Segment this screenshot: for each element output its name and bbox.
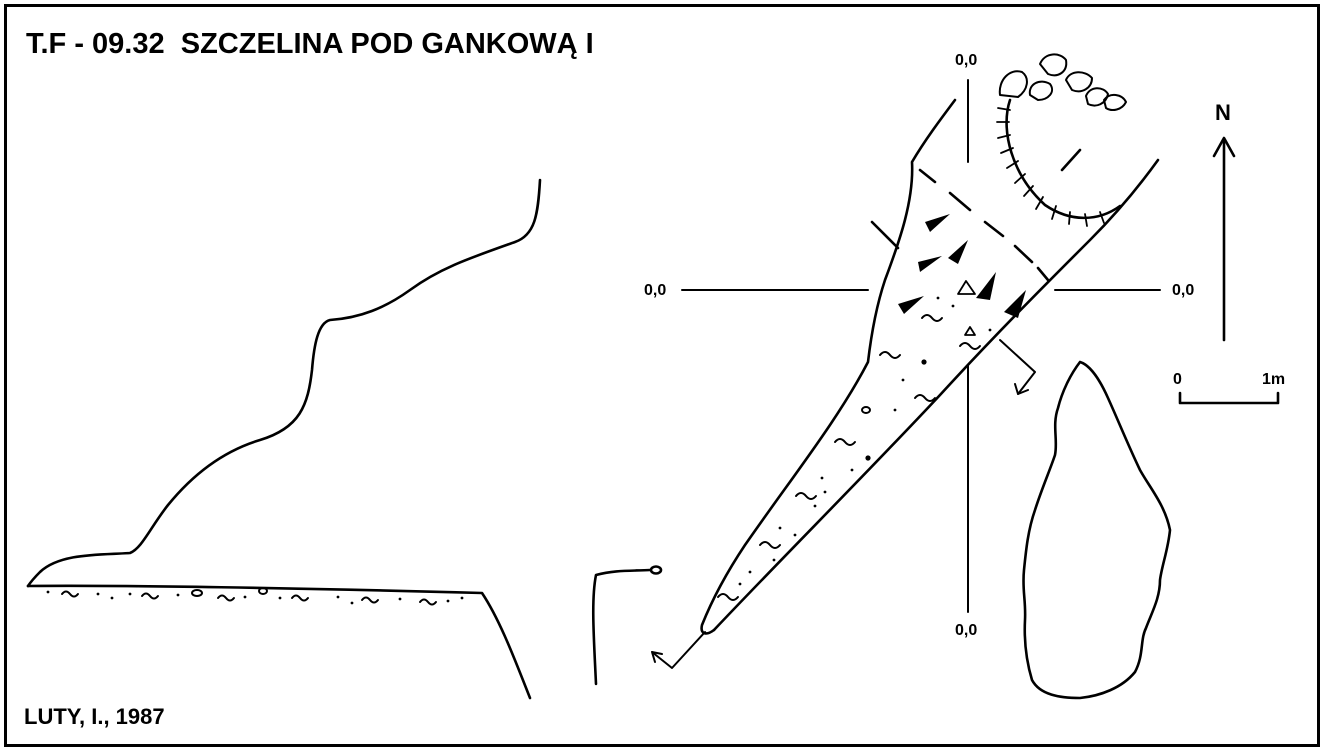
passage-continuation-arrows (651, 339, 1036, 669)
plan-sediment-dots (738, 296, 992, 586)
boulder (998, 70, 1028, 98)
north-arrow (1212, 136, 1236, 342)
boulder (1103, 94, 1127, 111)
sediment-wave-symbol (217, 594, 235, 602)
boulder (1028, 80, 1054, 101)
passage-arrow-right-head (1014, 383, 1029, 395)
author-credit: LUTY, I., 1987 (24, 704, 165, 729)
scale-bar-end-label: 1m (1262, 371, 1286, 388)
axis-label-right: 0,0 (1172, 282, 1195, 299)
profile-sediment-dots (46, 590, 464, 605)
cross-section-fragment (591, 565, 663, 686)
profile-floor-line (26, 584, 532, 700)
axis-label-top: 0,0 (955, 52, 978, 69)
doline-hachures (996, 107, 1105, 227)
sediment-wave-symbol (361, 596, 379, 604)
cave-cross-section (1022, 360, 1172, 700)
plan-right-wall (712, 158, 1160, 632)
sediment-pebble (861, 406, 871, 414)
boulder (1085, 87, 1109, 107)
drawing-frame (4, 4, 1320, 747)
drawing-title: T.F - 09.32 SZCZELINA POD GANKOWĄ I (26, 28, 594, 60)
axis-label-left: 0,0 (644, 282, 667, 299)
cross-section-pebble (649, 565, 663, 575)
scale-bar (1178, 391, 1280, 405)
passage-arrow-bottom-head (651, 651, 663, 663)
section-cut-lines (870, 148, 1082, 282)
sediment-pebble (258, 587, 268, 595)
survey-station-markers (957, 280, 976, 336)
sediment-wave-symbol (61, 590, 79, 598)
boulder (1039, 53, 1068, 77)
cave-plan-view (651, 53, 1161, 669)
survey-station-marker (964, 326, 976, 336)
sediment-wave-symbol (141, 592, 159, 600)
coordinate-axes (681, 79, 1161, 613)
entrance-boulders (998, 53, 1127, 111)
boulder (1065, 71, 1093, 93)
cross-section-line (591, 568, 652, 686)
cave-profile-section (26, 178, 542, 700)
scale-bar-start-label: 0 (1173, 371, 1182, 388)
profile-ceiling-line (26, 178, 542, 588)
plan-sediment-waves (717, 314, 981, 601)
survey-station-marker (957, 280, 976, 295)
axis-label-bottom: 0,0 (955, 622, 978, 639)
sediment-wave-symbol (291, 594, 309, 602)
sediment-wave-symbol (419, 598, 437, 606)
rubble-symbols (898, 214, 1026, 318)
plan-left-wall (700, 98, 957, 635)
profile-floor-sediment (61, 587, 437, 606)
passage-arrow-bottom (651, 631, 706, 669)
north-label: N (1215, 100, 1231, 125)
passage-arrow-right (999, 339, 1036, 395)
collapse-doline-rim (1005, 98, 1122, 220)
sediment-pebble (191, 589, 203, 597)
